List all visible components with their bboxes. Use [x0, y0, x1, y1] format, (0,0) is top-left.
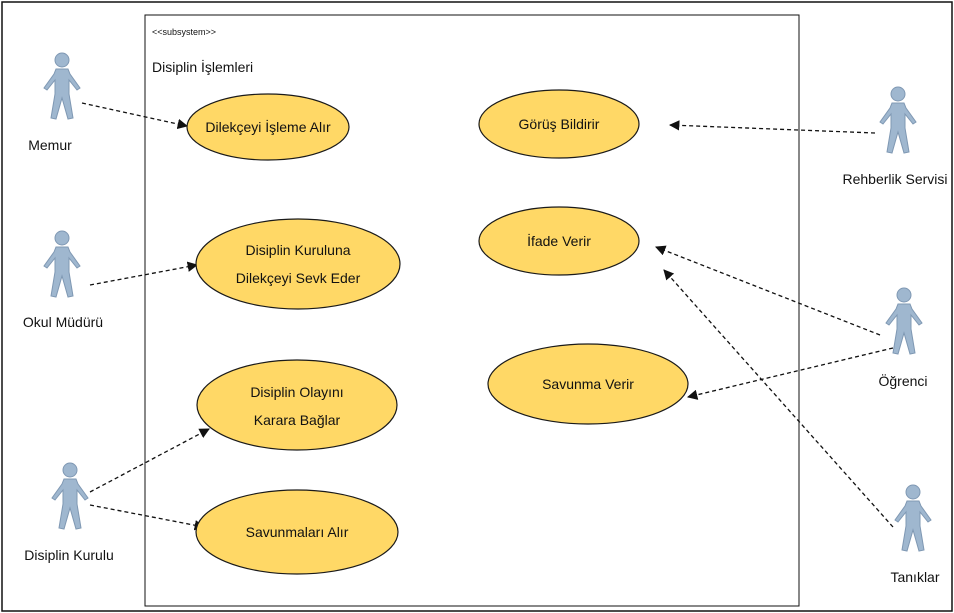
use-case-disiplin-kuruluna-sevk: Disiplin Kuruluna Dilekçeyi Sevk Eder	[195, 218, 401, 310]
use-case-label: Karara Bağlar	[254, 412, 341, 428]
assoc-kurul-savunmalar	[89, 504, 206, 531]
use-case-ifade-verir: İfade Verir	[478, 206, 640, 276]
use-case-label: Dilekçeyi Sevk Eder	[236, 270, 361, 286]
use-case-dilekceyi-isleme-alir: Dilekçeyi İşleme Alır	[186, 93, 350, 161]
assoc-rehberlik-gorus	[668, 120, 876, 134]
actor-disiplin-kurulu: Disiplin Kurulu	[24, 462, 114, 563]
use-case-label: İfade Verir	[527, 232, 591, 249]
actor-label: Tanıklar	[890, 569, 939, 585]
use-case-label: Dilekçeyi İşleme Alır	[205, 118, 331, 135]
subsystem-boundary: <<subsystem>> Disiplin İşlemleri	[144, 14, 800, 607]
subsystem-stereotype: <<subsystem>>	[152, 27, 216, 37]
actor-label: Disiplin Kurulu	[24, 547, 113, 563]
actor-memur: Memur	[28, 52, 81, 153]
assoc-ogrenci-savunma	[686, 347, 894, 400]
use-case-savunmalari-alir: Savunmaları Alır	[195, 489, 399, 575]
use-case-savunma-verir: Savunma Verir	[487, 343, 689, 425]
assoc-kurul-karar	[89, 428, 210, 493]
assoc-memur-dilekce	[81, 102, 189, 130]
use-case-label: Görüş Bildirir	[519, 116, 600, 132]
use-case-label: Savunma Verir	[542, 376, 634, 392]
actor-ogrenci: Öğrenci	[878, 287, 928, 389]
assoc-taniklar-ifade	[663, 269, 894, 528]
actor-okul-muduru: Okul Müdürü	[23, 230, 103, 330]
actor-rehberlik-servisi: Rehberlik Servisi	[842, 86, 948, 187]
associations	[81, 102, 894, 531]
actor-label: Memur	[28, 137, 72, 153]
use-case-label: Disiplin Olayını	[250, 384, 343, 400]
actor-label: Rehberlik Servisi	[842, 171, 947, 187]
subsystem-name: Disiplin İşlemleri	[152, 58, 253, 75]
actor-taniklar: Tanıklar	[890, 484, 940, 585]
assoc-ogrenci-ifade	[655, 245, 881, 336]
actor-label: Öğrenci	[878, 372, 927, 389]
use-case-label: Disiplin Kuruluna	[245, 242, 350, 258]
use-case-gorus-bildirir: Görüş Bildirir	[478, 89, 640, 159]
actor-label: Okul Müdürü	[23, 314, 103, 330]
use-case-label: Savunmaları Alır	[246, 524, 349, 540]
use-case-disiplin-olayini-karara-baglar: Disiplin Olayını Karara Bağlar	[196, 359, 398, 451]
